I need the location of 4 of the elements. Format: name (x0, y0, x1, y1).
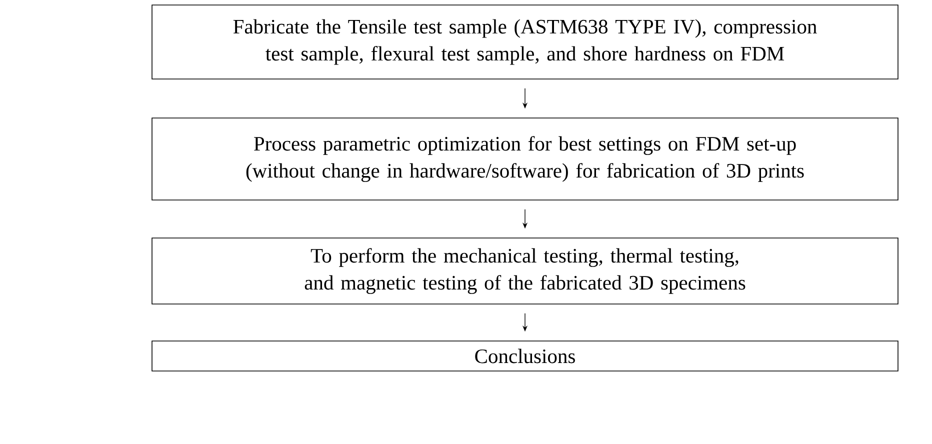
process-box: Conclusions (152, 340, 898, 372)
process-box: Process parametric optimization for best settings on FDM set-up (without change in hardware/software) for fabrication of 3D prints (152, 118, 898, 200)
process-box: To perform the mechanical testing, thermal testing, and magnetic testing of the fabricated 3D specimens (152, 238, 898, 304)
process-box: Fabricate the Tensile test sample (ASTM638 TYPE IV), compression test sample, flexural test sample, and shore hardness on FDM (152, 4, 898, 80)
